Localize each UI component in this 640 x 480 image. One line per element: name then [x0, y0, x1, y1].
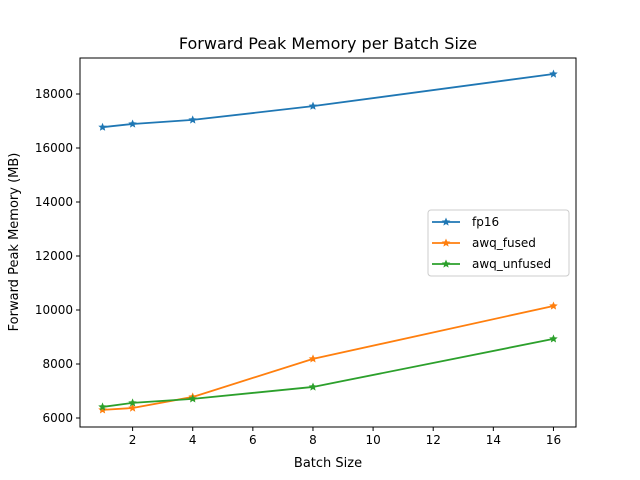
y-tick-label: 8000 [42, 357, 73, 371]
legend-marker-star-icon [441, 217, 451, 226]
x-tick-label: 8 [309, 433, 317, 447]
legend-label: fp16 [472, 215, 499, 229]
data-point-awq_fused [98, 405, 107, 414]
data-point-fp16 [549, 69, 558, 78]
data-point-awq_unfused [188, 394, 197, 403]
x-tick-label: 14 [486, 433, 501, 447]
x-tick-label: 2 [129, 433, 137, 447]
x-axis-label: Batch Size [294, 456, 362, 471]
x-tick-label: 10 [365, 433, 380, 447]
chart-title: Forward Peak Memory per Batch Size [179, 34, 477, 53]
x-tick-label: 4 [189, 433, 197, 447]
data-point-awq_fused [549, 301, 558, 310]
y-tick-label: 16000 [35, 141, 73, 155]
data-point-fp16 [188, 115, 197, 124]
data-point-awq_unfused [128, 398, 137, 407]
data-point-awq_unfused [308, 382, 318, 391]
data-point-awq_fused [308, 354, 318, 363]
legend-label: awq_fused [472, 236, 536, 250]
x-tick-label: 16 [546, 433, 561, 447]
data-point-awq_fused [128, 403, 137, 412]
series-line-fp16 [102, 73, 554, 129]
legend: fp16 awq_fused awq_unfused [427, 209, 570, 277]
data-point-fp16 [98, 122, 107, 131]
legend-box [427, 209, 570, 277]
y-tick-label: 12000 [35, 249, 73, 263]
axes-frame [79, 57, 577, 428]
series-line-awq_unfused [102, 338, 554, 408]
data-point-fp16 [308, 101, 318, 110]
x-tick-label: 6 [249, 433, 257, 447]
y-tick-label: 6000 [42, 411, 73, 425]
y-tick-label: 10000 [35, 303, 73, 317]
y-tick-label: 14000 [35, 195, 73, 209]
data-point-awq_unfused [549, 334, 558, 343]
legend-marker-star-icon [441, 238, 451, 247]
series-line-awq_fused [102, 305, 554, 411]
x-tick-label: 12 [426, 433, 441, 447]
data-point-awq_unfused [98, 402, 107, 411]
y-tick-label: 18000 [35, 87, 73, 101]
data-point-fp16 [128, 119, 137, 128]
legend-label: awq_unfused [472, 257, 551, 271]
y-axis-label: Forward Peak Memory (MB) [7, 153, 22, 332]
legend-marker-star-icon [441, 259, 451, 268]
